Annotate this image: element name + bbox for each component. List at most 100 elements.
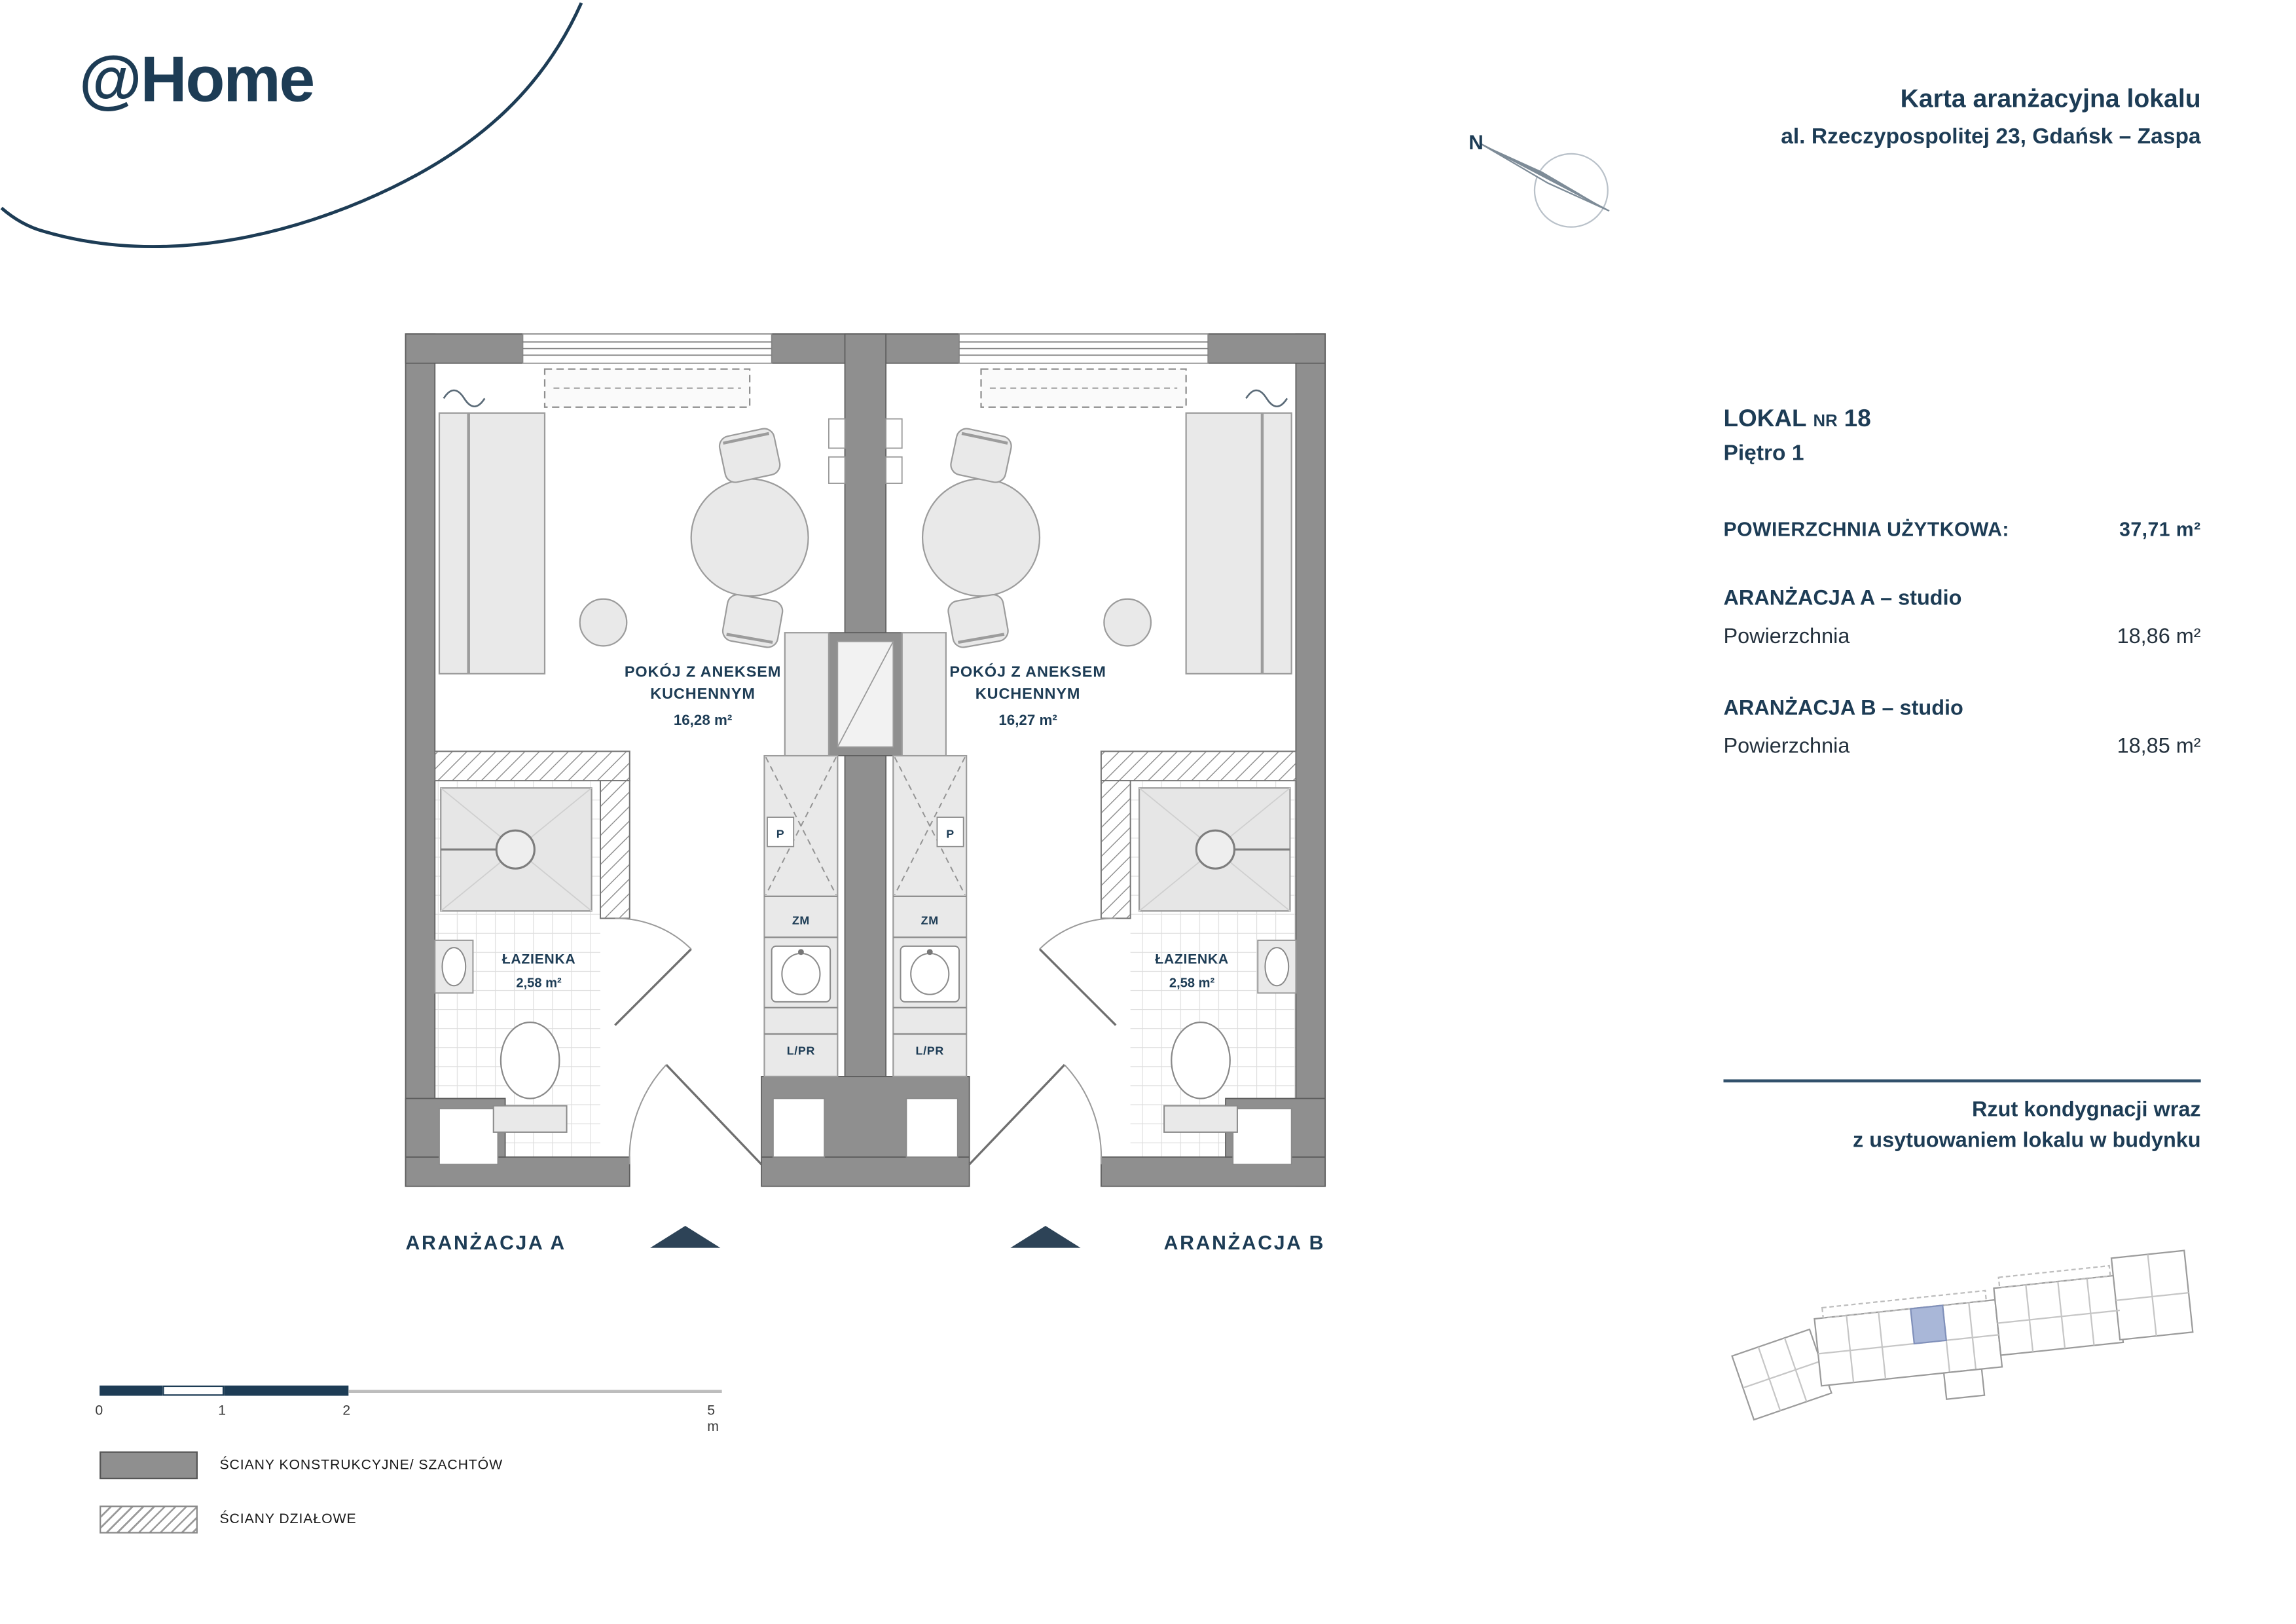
entry-niche-b (905, 1098, 958, 1158)
bathroom-b-area: 2,58 m² (1169, 976, 1215, 990)
room-a-area: 16,28 m² (674, 712, 733, 728)
arrangement-b-area-label: Powierzchnia (1723, 735, 1850, 759)
kitchen-a-zm-label: ZM (792, 913, 810, 927)
compass-ring (1533, 153, 1609, 228)
arrangement-a-area-row: Powierzchnia 18,86 m² (1723, 625, 2200, 649)
bathroom-b-label: ŁAZIENKA (1155, 951, 1229, 967)
arrangement-b-area-value: 18,85 m² (2117, 735, 2201, 759)
table-b (921, 478, 1041, 597)
partition-walls (434, 750, 1297, 919)
address: al. Rzeczypospolitej 23, Gdańsk – Zaspa (1781, 124, 2201, 150)
entry-niche-a (773, 1098, 826, 1158)
table-a (690, 478, 809, 597)
usable-area-row: POWIERZCHNIA UŻYTKOWA: 37,71 m² (1723, 519, 2200, 541)
shower-a (495, 829, 536, 870)
header: Karta aranżacyjna lokalu al. Rzeczypospo… (1781, 83, 2200, 149)
room-a-name-line2: KUCHENNYM (650, 685, 756, 702)
shower-b (1195, 829, 1236, 870)
compass-north-label: N (1468, 131, 1484, 154)
usable-area-label: POWIERZCHNIA UŻYTKOWA: (1723, 518, 2009, 541)
wall-niche-a (439, 1108, 499, 1165)
arrangement-a-area-label: Powierzchnia (1723, 625, 1850, 649)
chair-a2 (721, 594, 784, 648)
arrangement-a-plan-label: ARANŻACJA A (406, 1232, 566, 1254)
wardrobe-b (1185, 412, 1292, 674)
lokal-number: 18 (1844, 405, 1871, 432)
building-left-wing (1731, 1328, 1832, 1421)
curtain-symbol-b (1245, 389, 1288, 407)
kitchen-a: P ZM L/PR (763, 754, 839, 1078)
cabinet-b (901, 632, 947, 757)
arrangement-b-plan-label: ARANŻACJA B (1164, 1232, 1325, 1254)
lokal-label: LOKAL (1723, 405, 1807, 432)
arrangement-a-arrow-icon (650, 1226, 721, 1248)
panel-divider (1723, 1079, 2201, 1082)
arrangement-a-area-value: 18,86 m² (2117, 625, 2201, 649)
arrangement-b-arrow-icon (1010, 1226, 1081, 1248)
page-title: Karta aranżacyjna lokalu (1900, 83, 2201, 113)
room-a-name-line1: POKÓJ Z ANEKSEM (625, 662, 781, 680)
chair-b2 (947, 594, 1009, 648)
bathroom-a-label: ŁAZIENKA (502, 951, 576, 967)
room-b-area: 16,27 m² (998, 712, 1057, 728)
curtain-symbol-a (443, 389, 486, 407)
logo-swoosh-decoration (0, 2, 583, 248)
kitchen-b-lpr-label: L/PR (916, 1044, 944, 1057)
bathroom-b-fixtures (1138, 787, 1297, 1133)
scale-tick-0: 0 (95, 1403, 103, 1420)
cabinet-a (784, 632, 830, 757)
location-note: Rzut kondygnacji wraz z usytuowaniem lok… (1723, 1096, 2201, 1157)
wardrobe-a (438, 412, 546, 674)
partition-wall-label: ŚCIANY DZIAŁOWE (219, 1511, 357, 1528)
compass: N (1468, 131, 1610, 228)
utility-meters (828, 418, 903, 484)
toilet-b (1171, 1022, 1231, 1099)
brand-logo: @Home (79, 44, 315, 116)
location-note-line2: z usytuowaniem lokalu w budynku (1853, 1129, 2201, 1153)
lokal-number-line: LOKAL NR 18 (1723, 406, 2200, 434)
radiator-b (980, 368, 1187, 408)
entrance-door-a (629, 1063, 763, 1166)
kitchen-b-p-label: P (946, 827, 955, 840)
kitchen-a-lpr-label: L/PR (787, 1044, 815, 1057)
room-b-name-line2: KUCHENNYM (975, 685, 1081, 702)
scale-tick-1: 1 (218, 1403, 227, 1420)
entrance-door-b (968, 1063, 1102, 1166)
bathroom-a-door (614, 917, 692, 1026)
location-note-line1: Rzut kondygnacji wraz (1972, 1098, 2201, 1122)
floor-plan-drawing: P ZM L/PR P ZM L/PR (405, 333, 1326, 1254)
room-b-name-line1: POKÓJ Z ANEKSEM (949, 662, 1106, 680)
usable-area-value: 37,71 m² (2119, 518, 2201, 541)
bathroom-a-fixtures (434, 787, 592, 1133)
arrangement-b-title: ARANŻACJA B – studio (1723, 697, 1963, 721)
chair-b1 (950, 428, 1012, 483)
highlighted-unit (1910, 1304, 1948, 1345)
scale-bar: 0 1 2 5 m (95, 1385, 729, 1435)
building-stairwell-stub (1942, 1368, 1986, 1400)
window-b (958, 333, 1209, 364)
legend-partition-walls: ŚCIANY DZIAŁOWE (100, 1505, 357, 1534)
stool-b (1103, 598, 1152, 647)
arrangement-a-title: ARANŻACJA A – studio (1723, 587, 1962, 611)
building-mini-plan (1731, 1249, 2194, 1421)
partition-wall-swatch (100, 1505, 198, 1534)
kitchen-b-zm-label: ZM (921, 913, 939, 927)
lokal-nr-label: NR (1813, 413, 1838, 431)
chair-a1 (718, 428, 781, 483)
wall-niche-b (1232, 1108, 1292, 1165)
bathroom-a-area: 2,58 m² (516, 976, 562, 990)
scale-tick-5: 5 m (707, 1403, 719, 1435)
kitchen-b: P ZM L/PR (892, 754, 968, 1078)
structural-wall-label: ŚCIANY KONSTRUKCYJNE/ SZACHTÓW (219, 1457, 503, 1474)
structural-wall-swatch (100, 1451, 198, 1479)
stool-a (579, 598, 628, 647)
window-a (522, 333, 773, 364)
toilet-a (500, 1022, 560, 1099)
legend-structural-walls: ŚCIANY KONSTRUKCYJNE/ SZACHTÓW (100, 1451, 503, 1479)
radiator-a (543, 368, 751, 408)
bathroom-b-door (1038, 917, 1117, 1026)
kitchen-a-p-label: P (776, 827, 785, 840)
compass-needle-dark (1480, 143, 1610, 212)
floor-label: Piętro 1 (1723, 441, 1804, 466)
